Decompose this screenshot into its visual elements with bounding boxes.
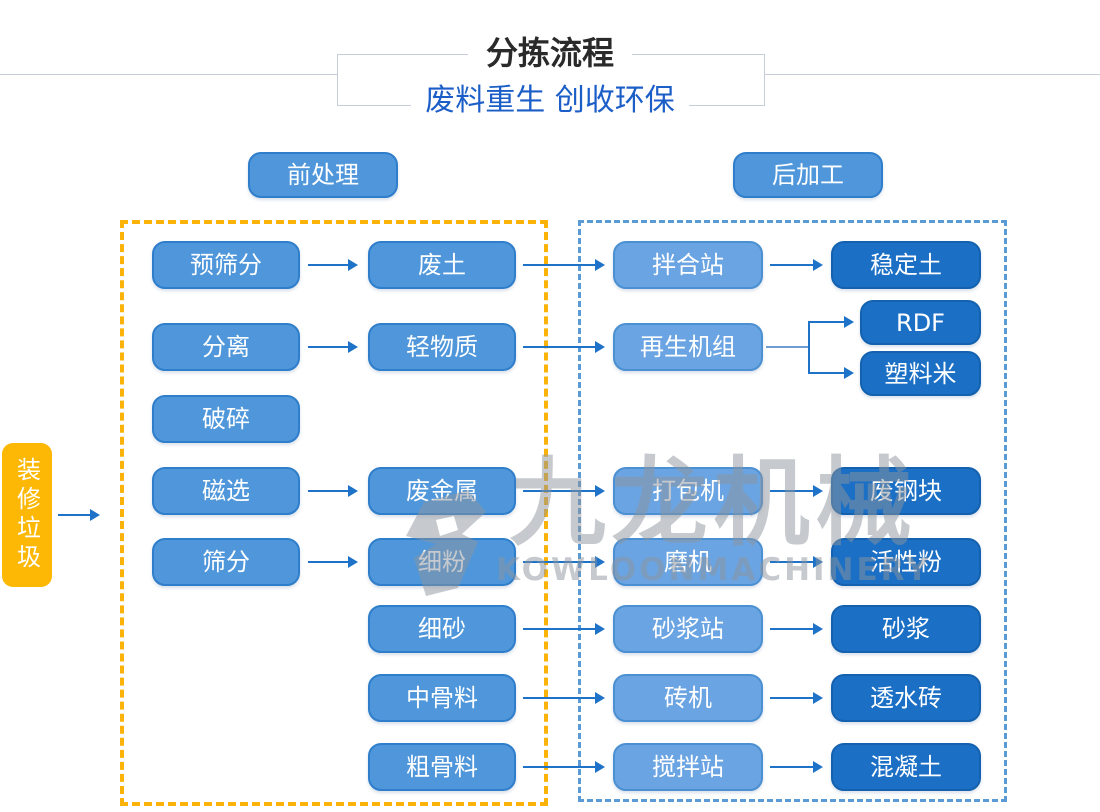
box-stabilized-soil-label: 稳定土 (870, 251, 942, 279)
box-scrap-steel-block: 废钢块 (831, 467, 981, 515)
box-mixing-station-label: 拌合站 (652, 251, 724, 279)
arrow-brickmachine-to-permeablebrick (770, 697, 821, 699)
box-fine-powder: 细粉 (368, 538, 516, 586)
box-coarse-aggregate-label: 粗骨料 (406, 753, 478, 781)
box-active-powder: 活性粉 (831, 538, 981, 586)
arrow-mill-to-activepowder (770, 561, 821, 563)
box-concrete: 混凝土 (831, 743, 981, 791)
box-recycling-unit: 再生机组 (613, 323, 763, 371)
box-plastic-pellets: 塑料米 (860, 351, 981, 396)
box-crushing: 破碎 (152, 395, 300, 443)
box-medium-aggregate: 中骨料 (368, 674, 516, 722)
box-scrap-metal-label: 废金属 (406, 477, 478, 505)
split-vertical-line (808, 321, 810, 374)
box-permeable-brick-label: 透水砖 (870, 684, 942, 712)
box-mortar: 砂浆 (831, 605, 981, 653)
arrow-mortarstation-to-mortar (770, 628, 821, 630)
arrow-concretestation-to-concrete (770, 766, 821, 768)
box-recycling-unit-label: 再生机组 (640, 333, 736, 361)
box-screening: 筛分 (152, 538, 300, 586)
page-subtitle-row: 废料重生 创收环保 (0, 83, 1100, 119)
box-fine-sand-label: 细砂 (418, 615, 466, 643)
arrow-prescreen-to-wastesoil (308, 264, 356, 266)
arrow-recyclingunit-to-rdf (808, 321, 852, 323)
arrow-finesand-to-mortarstation (523, 628, 603, 630)
box-crushing-label: 破碎 (202, 405, 250, 433)
box-light-material-label: 轻物质 (406, 333, 478, 361)
box-fine-powder-label: 细粉 (418, 548, 466, 576)
arrow-mixingstation-to-stabilizedsoil (770, 264, 821, 266)
arrow-source-to-pre (58, 514, 98, 516)
box-medium-aggregate-label: 中骨料 (406, 684, 478, 712)
box-baler-label: 打包机 (652, 477, 724, 505)
box-permeable-brick: 透水砖 (831, 674, 981, 722)
arrow-lightmaterial-to-recyclingunit (523, 346, 603, 348)
box-concrete-label: 混凝土 (870, 753, 942, 781)
box-pre-screening: 预筛分 (152, 241, 300, 289)
box-brick-machine-label: 砖机 (664, 684, 712, 712)
box-plastic-pellets-label: 塑料米 (884, 359, 957, 388)
section-header-pre-treatment: 前处理 (248, 152, 398, 198)
box-mill: 磨机 (613, 538, 763, 586)
arrow-mediumaggregate-to-brickmachine (523, 697, 603, 699)
box-scrap-metal: 废金属 (368, 467, 516, 515)
box-mortar-station: 砂浆站 (613, 605, 763, 653)
box-mortar-label: 砂浆 (882, 615, 930, 643)
section-header-post-processing: 后加工 (733, 152, 883, 198)
box-concrete-mixing-station-label: 搅拌站 (652, 753, 724, 781)
box-magnetic-separation-label: 磁选 (202, 477, 250, 505)
page-title: 分拣流程 (467, 34, 632, 72)
box-rdf: RDF (860, 300, 981, 345)
box-separation: 分离 (152, 323, 300, 371)
split-stem-line (766, 346, 808, 348)
box-stabilized-soil: 稳定土 (831, 241, 981, 289)
box-screening-label: 筛分 (202, 548, 250, 576)
box-scrap-steel-block-label: 废钢块 (870, 477, 942, 505)
box-light-material: 轻物质 (368, 323, 516, 371)
pre-treatment-container (120, 220, 548, 806)
box-mill-label: 磨机 (664, 548, 712, 576)
box-coarse-aggregate: 粗骨料 (368, 743, 516, 791)
box-magnetic-separation: 磁选 (152, 467, 300, 515)
arrow-wastesoil-to-mixingstation (523, 264, 603, 266)
box-active-powder-label: 活性粉 (870, 548, 942, 576)
box-waste-soil-label: 废土 (418, 251, 466, 279)
box-baler: 打包机 (613, 467, 763, 515)
post-processing-container (578, 220, 1007, 802)
section-header-post-label: 后加工 (772, 161, 844, 189)
arrow-recyclingunit-to-plasticpellets (808, 372, 852, 374)
box-concrete-mixing-station: 搅拌站 (613, 743, 763, 791)
source-box-renovation-waste: 装修垃圾 (2, 443, 52, 587)
arrow-baler-to-scrapsteel (770, 490, 821, 492)
page-title-row: 分拣流程 (0, 34, 1100, 72)
section-header-pre-label: 前处理 (287, 161, 359, 189)
box-pre-screening-label: 预筛分 (190, 251, 262, 279)
arrow-magnetic-to-scrapmetal (308, 490, 356, 492)
page-subtitle: 废料重生 创收环保 (411, 83, 689, 119)
arrow-scrapmetal-to-baler (523, 490, 603, 492)
arrow-separation-to-lightmaterial (308, 346, 356, 348)
box-mortar-station-label: 砂浆站 (652, 615, 724, 643)
box-fine-sand: 细砂 (368, 605, 516, 653)
box-brick-machine: 砖机 (613, 674, 763, 722)
box-mixing-station: 拌合站 (613, 241, 763, 289)
arrow-finepowder-to-mill (523, 561, 603, 563)
arrow-screening-to-finepowder (308, 561, 356, 563)
box-rdf-label: RDF (896, 308, 945, 337)
box-waste-soil: 废土 (368, 241, 516, 289)
box-separation-label: 分离 (202, 333, 250, 361)
arrow-coarseaggregate-to-concretestation (523, 766, 603, 768)
